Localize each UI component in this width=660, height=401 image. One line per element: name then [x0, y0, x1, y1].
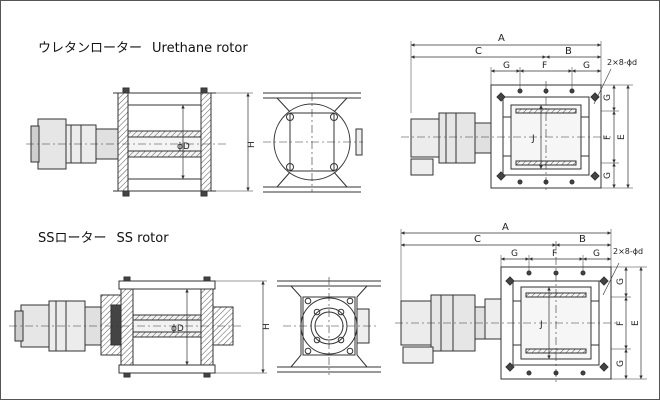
- ss-G-top-label: G: [616, 278, 626, 285]
- ss-top-view: [395, 229, 647, 385]
- urethane-G-bottom-label: G: [603, 172, 613, 179]
- ss-G-left-label: G: [511, 249, 518, 259]
- ss-title-jp: SSローター: [38, 231, 107, 246]
- urethane-top-view: [401, 41, 633, 193]
- ss-side-section: [9, 276, 267, 378]
- ss-title-en: SS rotor: [116, 231, 169, 246]
- urethane-F-top-label: F: [542, 61, 547, 71]
- urethane-G-left-label: G: [503, 61, 510, 71]
- ss-H-label: H: [262, 323, 272, 330]
- ss-rotor-title: SSローター SS rotor: [38, 227, 169, 246]
- ss-E-label: E: [631, 320, 641, 326]
- ss-F-side-label: F: [616, 321, 626, 326]
- urethane-G-right-label: G: [583, 61, 590, 71]
- urethane-B-label: B: [565, 46, 572, 57]
- urethane-phiD-label: ϕD: [177, 142, 190, 152]
- ss-A-label: A: [502, 222, 509, 233]
- ss-J-label: J: [539, 320, 543, 330]
- urethane-C-label: C: [475, 46, 482, 57]
- ss-C-label: C: [474, 234, 481, 245]
- urethane-F-side-label: F: [603, 135, 613, 140]
- urethane-G-top-label: G: [603, 94, 613, 101]
- urethane-H-label: H: [247, 141, 257, 148]
- urethane-A-label: A: [498, 33, 505, 44]
- ss-phiD-label: ϕD: [171, 324, 184, 334]
- ss-G-bottom-label: G: [616, 360, 626, 367]
- ss-F-top-label: F: [552, 249, 557, 259]
- urethane-holes-label: 2×8-ϕd: [607, 58, 637, 67]
- urethane-rotor-title: ウレタンローター Urethane rotor: [38, 37, 248, 56]
- ss-G-right-label: G: [593, 249, 600, 259]
- urethane-title-jp: ウレタンローター: [38, 41, 143, 56]
- urethane-title-en: Urethane rotor: [152, 41, 248, 56]
- urethane-J-label: J: [531, 134, 535, 144]
- urethane-side-section: [26, 87, 253, 197]
- urethane-front-view: [263, 92, 363, 193]
- ss-holes-label: 2×8-ϕd: [613, 247, 643, 256]
- ss-B-label: B: [579, 234, 586, 245]
- ss-front-view: [277, 277, 381, 375]
- urethane-E-label: E: [617, 134, 627, 140]
